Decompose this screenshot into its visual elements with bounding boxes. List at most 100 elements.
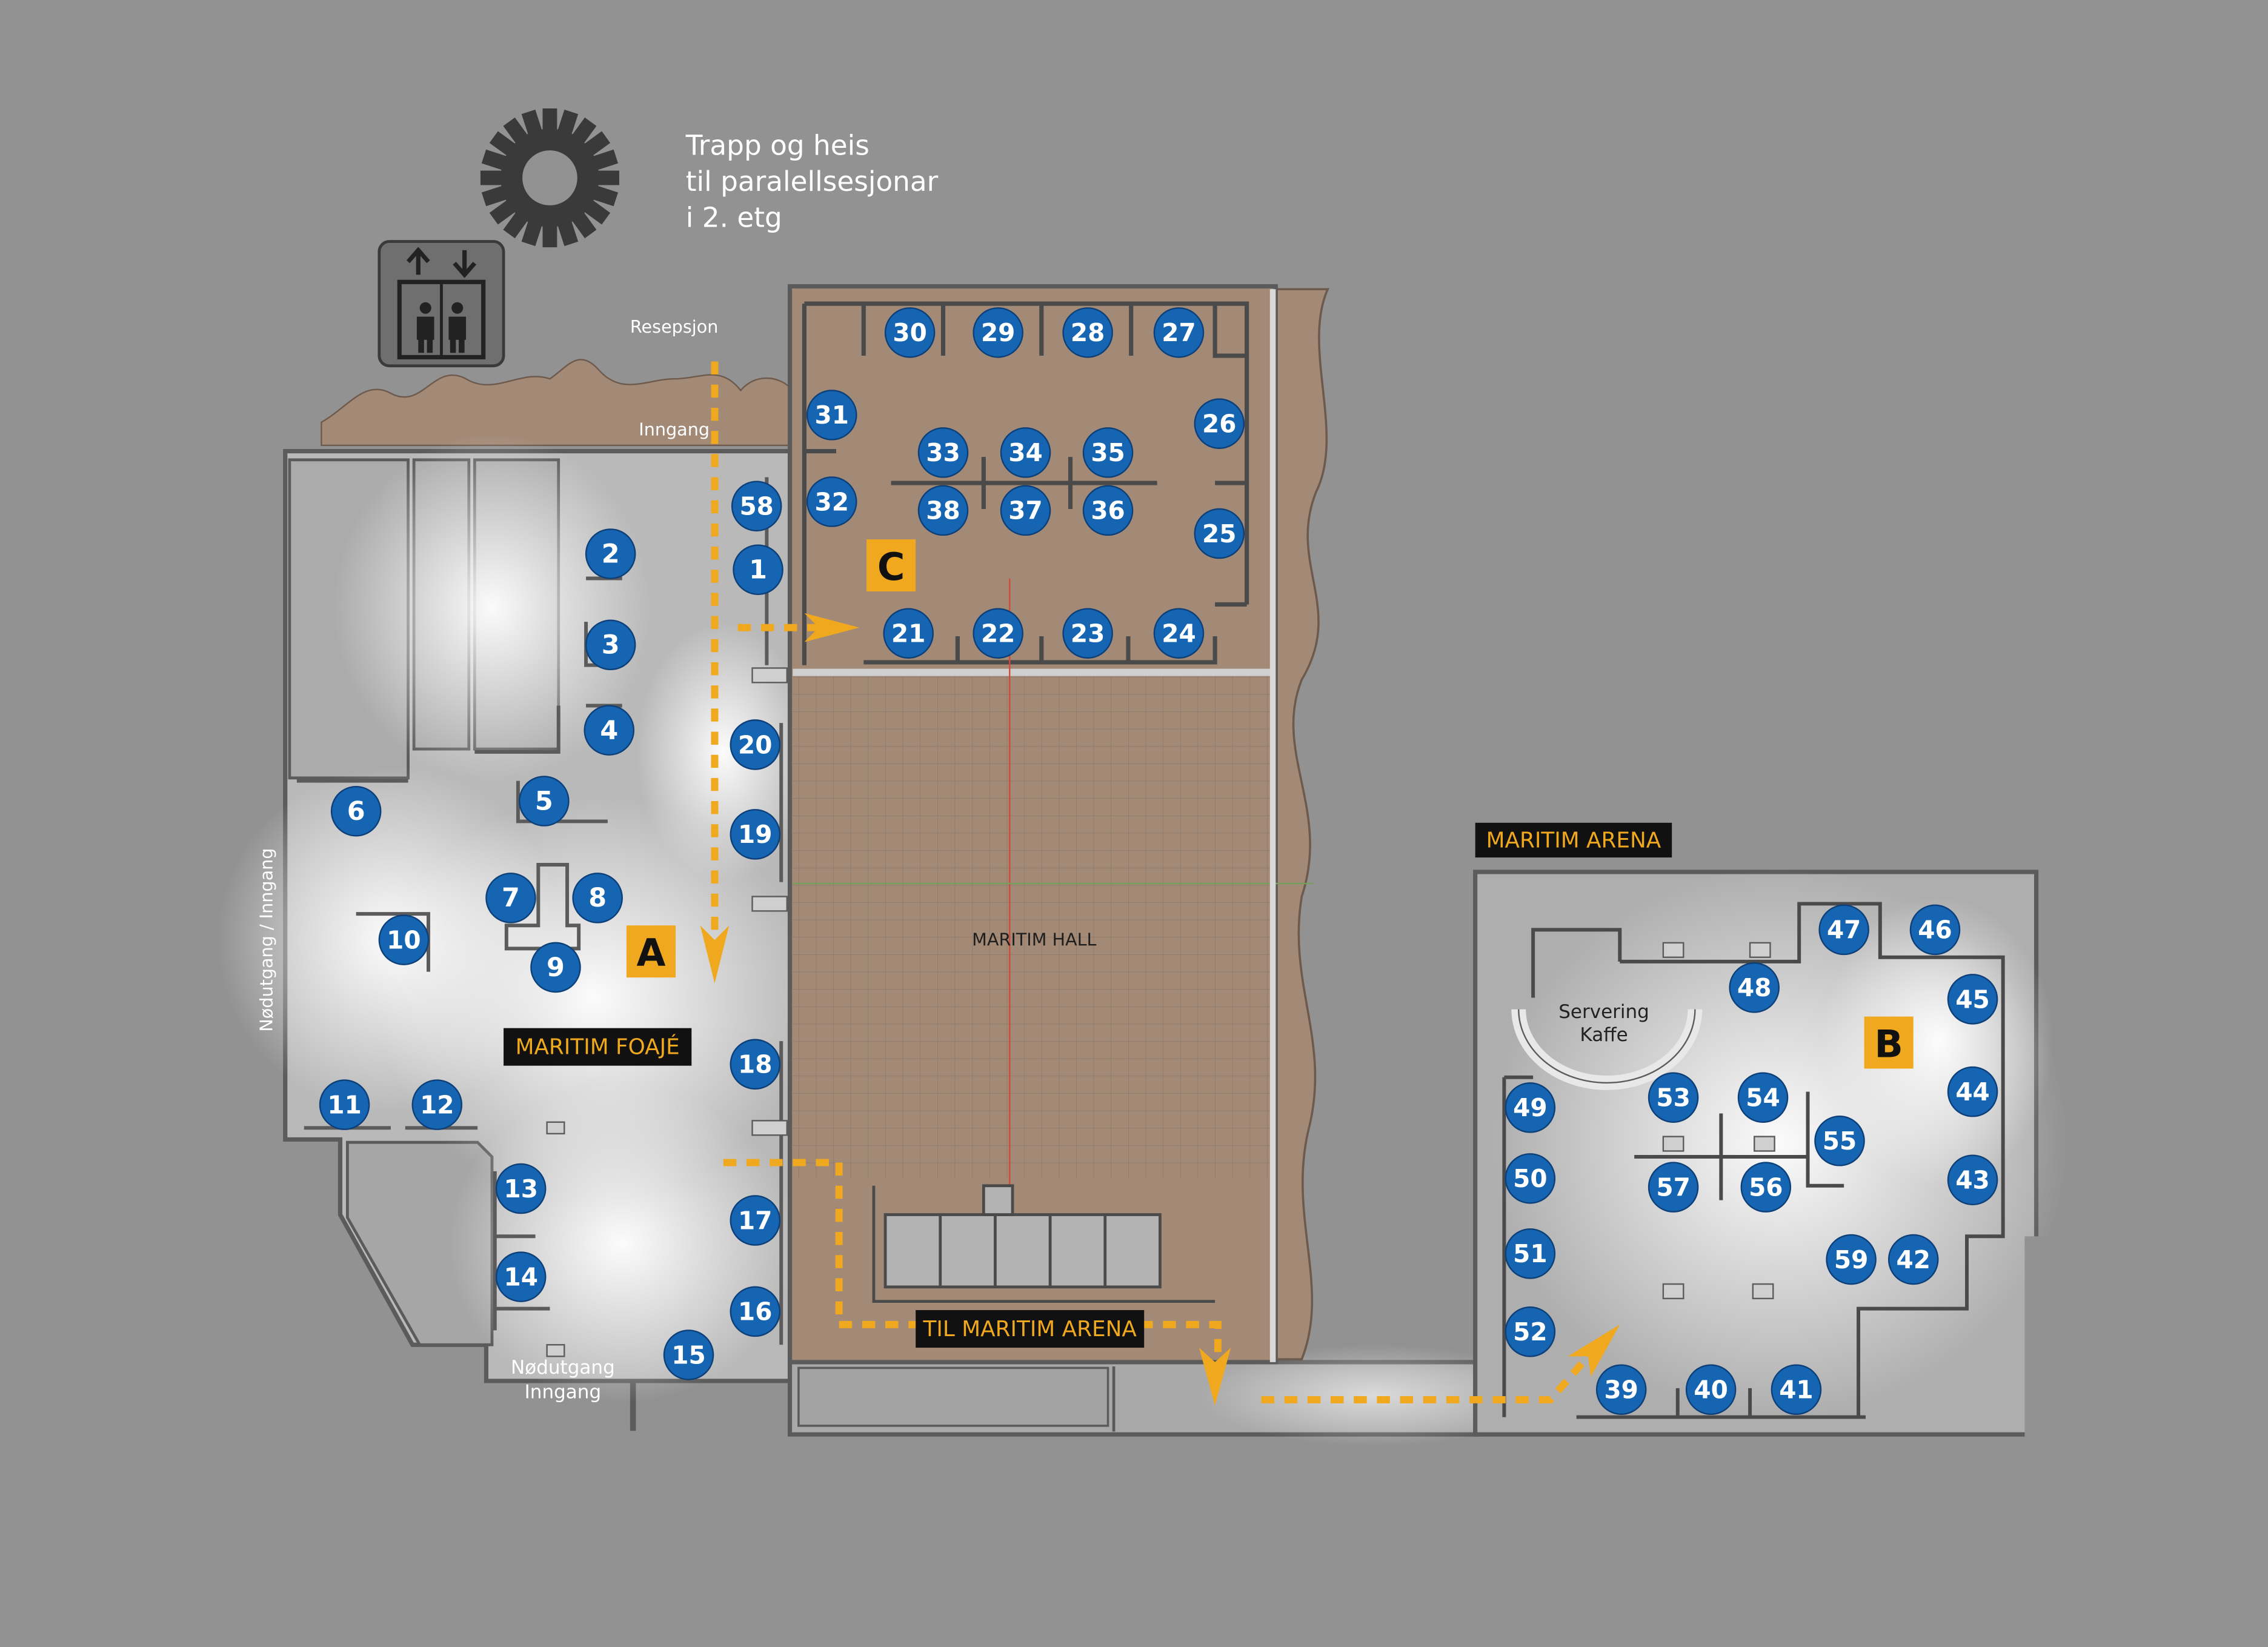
stand-marker-36[interactable]: 36 <box>1082 485 1134 536</box>
stand-circle[interactable] <box>1814 1116 1865 1166</box>
stand-circle[interactable] <box>330 785 382 837</box>
stand-circle[interactable] <box>485 873 536 923</box>
stand-circle[interactable] <box>1947 1154 1998 1205</box>
stand-circle[interactable] <box>730 809 781 860</box>
stand-marker-27[interactable]: 27 <box>1153 307 1205 358</box>
stand-marker-20[interactable]: 20 <box>730 719 781 770</box>
stand-circle[interactable] <box>585 528 636 579</box>
stand-marker-25[interactable]: 25 <box>1194 508 1245 559</box>
stand-marker-23[interactable]: 23 <box>1062 608 1113 659</box>
stand-circle[interactable] <box>1729 962 1780 1013</box>
stand-marker-14[interactable]: 14 <box>495 1251 547 1302</box>
stand-circle[interactable] <box>917 485 969 536</box>
stand-circle[interactable] <box>883 608 934 659</box>
stand-marker-30[interactable]: 30 <box>884 307 936 358</box>
stand-marker-19[interactable]: 19 <box>730 809 781 860</box>
stand-marker-17[interactable]: 17 <box>730 1195 781 1246</box>
stand-circle[interactable] <box>1505 1228 1556 1279</box>
stand-marker-43[interactable]: 43 <box>1947 1154 1998 1205</box>
stand-marker-37[interactable]: 37 <box>1000 485 1051 536</box>
stand-circle[interactable] <box>530 942 581 993</box>
stand-marker-54[interactable]: 54 <box>1737 1072 1789 1123</box>
stand-circle[interactable] <box>733 544 783 595</box>
stand-circle[interactable] <box>1000 485 1051 536</box>
stand-circle[interactable] <box>730 719 781 770</box>
stand-marker-1[interactable]: 1 <box>733 544 783 595</box>
stand-circle[interactable] <box>1737 1072 1789 1123</box>
stand-marker-6[interactable]: 6 <box>330 785 382 837</box>
stand-circle[interactable] <box>1947 974 1998 1025</box>
stand-circle[interactable] <box>1082 485 1134 536</box>
stand-marker-44[interactable]: 44 <box>1947 1066 1998 1117</box>
stand-circle[interactable] <box>1887 1234 1939 1285</box>
stand-circle[interactable] <box>495 1163 547 1214</box>
stand-marker-42[interactable]: 42 <box>1887 1234 1939 1285</box>
stand-marker-59[interactable]: 59 <box>1826 1234 1877 1285</box>
stand-marker-40[interactable]: 40 <box>1685 1364 1737 1415</box>
stand-circle[interactable] <box>1818 904 1869 956</box>
stand-circle[interactable] <box>1082 427 1134 478</box>
stand-marker-33[interactable]: 33 <box>917 427 969 478</box>
stand-marker-26[interactable]: 26 <box>1194 398 1245 449</box>
stand-circle[interactable] <box>1648 1072 1699 1123</box>
stand-circle[interactable] <box>519 776 570 827</box>
stand-circle[interactable] <box>585 619 636 671</box>
stand-circle[interactable] <box>1909 904 1961 956</box>
stand-circle[interactable] <box>572 873 623 923</box>
stand-circle[interactable] <box>884 307 936 358</box>
stand-circle[interactable] <box>1505 1153 1556 1204</box>
stand-marker-13[interactable]: 13 <box>495 1163 547 1214</box>
stand-marker-9[interactable]: 9 <box>530 942 581 993</box>
stand-marker-35[interactable]: 35 <box>1082 427 1134 478</box>
stand-marker-11[interactable]: 11 <box>319 1079 370 1130</box>
stand-marker-29[interactable]: 29 <box>973 307 1023 358</box>
stand-circle[interactable] <box>1685 1364 1737 1415</box>
stand-circle[interactable] <box>1826 1234 1877 1285</box>
stand-circle[interactable] <box>1062 307 1113 358</box>
stand-circle[interactable] <box>1062 608 1113 659</box>
stand-marker-21[interactable]: 21 <box>883 608 934 659</box>
stand-circle[interactable] <box>378 914 430 965</box>
stand-circle[interactable] <box>731 481 782 531</box>
stand-marker-56[interactable]: 56 <box>1740 1162 1792 1213</box>
stand-circle[interactable] <box>319 1079 370 1130</box>
stand-marker-50[interactable]: 50 <box>1505 1153 1556 1204</box>
stand-circle[interactable] <box>663 1329 714 1380</box>
stand-marker-53[interactable]: 53 <box>1648 1072 1699 1123</box>
stand-circle[interactable] <box>973 307 1023 358</box>
stand-marker-38[interactable]: 38 <box>917 485 969 536</box>
stand-marker-3[interactable]: 3 <box>585 619 636 671</box>
stand-marker-10[interactable]: 10 <box>378 914 430 965</box>
stand-marker-48[interactable]: 48 <box>1729 962 1780 1013</box>
stand-circle[interactable] <box>917 427 969 478</box>
stand-marker-41[interactable]: 41 <box>1771 1364 1822 1415</box>
stand-marker-34[interactable]: 34 <box>1000 427 1051 478</box>
stand-marker-57[interactable]: 57 <box>1648 1162 1699 1213</box>
stand-circle[interactable] <box>584 705 635 756</box>
stand-marker-8[interactable]: 8 <box>572 873 623 923</box>
stand-circle[interactable] <box>1740 1162 1792 1213</box>
stand-marker-4[interactable]: 4 <box>584 705 635 756</box>
stand-circle[interactable] <box>1505 1082 1556 1133</box>
stand-marker-55[interactable]: 55 <box>1814 1116 1865 1166</box>
stand-circle[interactable] <box>1947 1066 1998 1117</box>
stand-marker-52[interactable]: 52 <box>1505 1306 1556 1357</box>
stand-circle[interactable] <box>1153 608 1205 659</box>
stand-marker-32[interactable]: 32 <box>806 476 857 527</box>
stand-marker-12[interactable]: 12 <box>411 1079 463 1130</box>
stand-circle[interactable] <box>1153 307 1205 358</box>
stand-circle[interactable] <box>1505 1306 1556 1357</box>
stand-marker-15[interactable]: 15 <box>663 1329 714 1380</box>
stand-marker-7[interactable]: 7 <box>485 873 536 923</box>
stand-marker-22[interactable]: 22 <box>973 608 1023 659</box>
stand-marker-51[interactable]: 51 <box>1505 1228 1556 1279</box>
stand-circle[interactable] <box>495 1251 547 1302</box>
stand-marker-2[interactable]: 2 <box>585 528 636 579</box>
stand-circle[interactable] <box>1194 398 1245 449</box>
stand-marker-31[interactable]: 31 <box>806 390 857 441</box>
stand-circle[interactable] <box>1771 1364 1822 1415</box>
stand-circle[interactable] <box>973 608 1023 659</box>
stand-marker-28[interactable]: 28 <box>1062 307 1113 358</box>
stand-marker-24[interactable]: 24 <box>1153 608 1205 659</box>
stand-marker-5[interactable]: 5 <box>519 776 570 827</box>
